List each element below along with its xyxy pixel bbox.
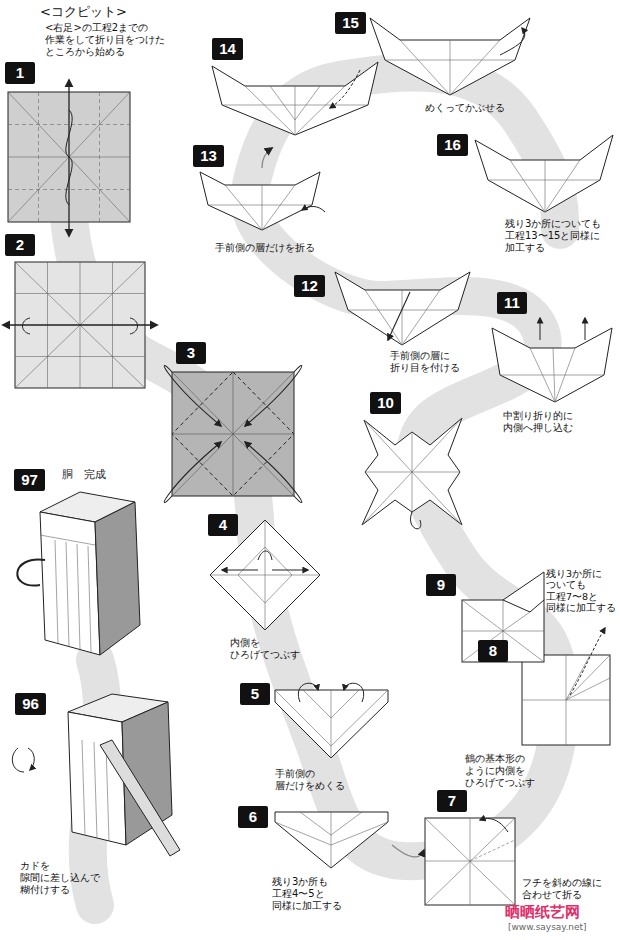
step-12-figure: [335, 272, 470, 345]
step-note: めくってかぶせる: [425, 102, 505, 114]
step-number: 4: [208, 514, 238, 536]
step-number: 12: [294, 275, 325, 297]
step-number-text: 11: [504, 294, 520, 311]
page-title: <コクピット>: [40, 4, 127, 20]
step-number: 14: [212, 38, 243, 60]
step-note: 残り3か所についても 工程13〜15と同様に 加工する: [505, 218, 601, 254]
step-number-text: 2: [16, 236, 24, 253]
step-note: 内側を ひろげてつぶす: [230, 637, 300, 661]
step-2-figure: [3, 262, 157, 388]
step-10-figure: [362, 418, 462, 529]
step-note: 手前側の層に 折り目を付ける: [390, 350, 460, 374]
step-number-text: 6: [249, 808, 257, 825]
step-number: 3: [176, 342, 206, 364]
step-number-text: 13: [200, 147, 217, 164]
step-number-text: 12: [301, 277, 318, 294]
step-number: 6: [238, 806, 268, 828]
step-note: フチを斜めの線に 合わせて折る: [522, 877, 602, 901]
step-note: 手前側の 層だけをめくる: [275, 768, 345, 792]
step-7-figure: [425, 818, 515, 905]
step-number: 10: [370, 392, 401, 414]
step-number-text: 5: [251, 685, 259, 702]
step-number: 8: [478, 640, 508, 662]
step-number: 97: [14, 469, 45, 491]
step-note: 鶴の基本形の ように内側を ひろげてつぶす: [465, 753, 535, 789]
step-number-text: 10: [377, 394, 394, 411]
step-note: 手前側の層だけを折る: [215, 242, 315, 254]
step-number: 1: [5, 62, 35, 84]
step-number: 5: [240, 683, 270, 705]
step-5-figure: [275, 683, 388, 758]
step-number-text: 96: [22, 695, 39, 712]
step-number: 96: [15, 693, 46, 715]
watermark-url: [www.saysay.net]: [508, 922, 587, 933]
step-16-figure: [475, 135, 613, 212]
step-number-text: 9: [437, 576, 445, 593]
step-3-figure: [164, 365, 302, 502]
step-number: 2: [5, 234, 35, 256]
step-6-figure: [275, 812, 424, 868]
step-number-text: 1: [16, 64, 24, 81]
step-number-text: 97: [21, 471, 38, 488]
step-note: カドを 隙間に差し込んで 糊付けする: [20, 860, 100, 896]
step-4-figure: [210, 520, 320, 630]
step-number: 11: [497, 292, 527, 314]
step-11-figure: [492, 318, 612, 402]
step-number: 13: [193, 145, 224, 167]
step-number: 7: [437, 790, 467, 812]
step-number-text: 16: [444, 136, 461, 153]
step-1-figure: [8, 80, 130, 236]
step-14-figure: [212, 62, 378, 135]
step-97-figure: [17, 492, 140, 655]
step-number-text: 7: [448, 792, 456, 809]
step-caption: 胴 完成: [62, 468, 106, 481]
step-15-figure: [370, 18, 530, 95]
step-note: 残り3か所も 工程4〜5と 同様に加工する: [272, 876, 342, 912]
step-note: <右足>の工程2までの 作業をして折り目をつけた ところから始める: [45, 22, 165, 58]
step-number: 16: [437, 134, 468, 156]
step-number-text: 8: [489, 642, 497, 659]
step-number: 9: [426, 574, 456, 596]
step-note: 残り3か所に ついても 工程7〜8と 同様に加工する: [546, 568, 616, 614]
step-number-text: 4: [219, 516, 227, 533]
watermark: 晒晒纸艺网: [505, 903, 580, 921]
step-number-text: 14: [219, 40, 236, 57]
step-number-text: 15: [342, 14, 359, 31]
step-number-text: 3: [187, 344, 195, 361]
step-96-figure: [12, 694, 180, 856]
step-9-figure: [462, 572, 544, 662]
step-number: 15: [335, 12, 366, 34]
flow-band: [68, 72, 560, 905]
step-note: 中割り折り的に 内側へ押し込む: [503, 410, 573, 434]
